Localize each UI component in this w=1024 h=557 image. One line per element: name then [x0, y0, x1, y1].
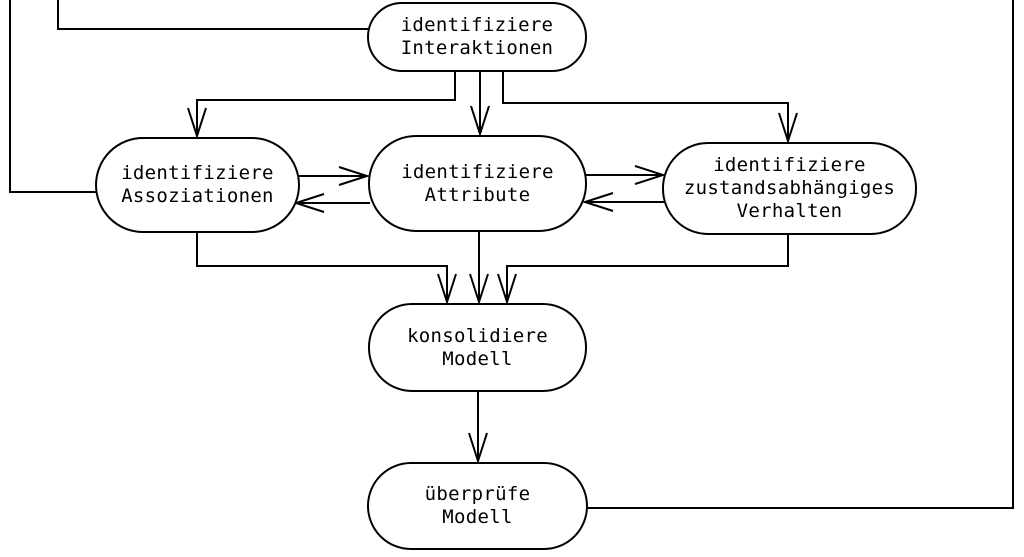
edge-verhalten-to-konsolidiere: [506, 234, 789, 302]
edge-offscreen-top-to-interaktionen: [57, 0, 368, 30]
edge-assoziationen-to-attribute-arrowhead: [338, 166, 371, 186]
edge-interaktionen-to-assoziationen-arrowhead: [187, 107, 207, 140]
edge-interaktionen-to-verhalten-arrowhead: [778, 112, 798, 145]
node-label-line: Attribute: [424, 183, 531, 206]
node-label-line: identifiziere: [713, 154, 866, 176]
edge-interaktionen-to-verhalten: [502, 71, 789, 141]
node-label-line: konsolidiere: [407, 324, 548, 347]
node-identifiziere-assoziationen: identifiziere Assoziationen: [95, 137, 300, 233]
node-label-line: überprüfe: [424, 483, 531, 505]
edge-attribute-to-konsolidiere-arrowhead: [469, 273, 489, 306]
edge-verhalten-to-attribute-arrowhead: [581, 192, 614, 212]
node-identifiziere-zustandsabhaengiges-verhalten: identifiziere zustandsabhängiges Verhalt…: [662, 142, 917, 235]
node-label-line: Modell: [442, 506, 513, 528]
node-label-line: identifiziere: [401, 160, 554, 183]
node-identifiziere-interaktionen: identifiziere Interaktionen: [367, 2, 587, 72]
node-label-line: Verhalten: [736, 200, 843, 222]
edge-assoziationen-to-konsolidiere-arrowhead: [437, 273, 457, 306]
edge-interaktionen-to-assoziationen: [196, 71, 456, 136]
edge-offscreen-top-to-assoziationen: [9, 0, 97, 193]
node-ueberpruefe-modell: überprüfe Modell: [367, 462, 588, 550]
edge-verhalten-to-konsolidiere-arrowhead: [497, 273, 517, 306]
edge-assoziationen-to-konsolidiere: [196, 232, 448, 302]
node-label-line: Assoziationen: [121, 185, 274, 207]
node-label-line: identifiziere: [121, 162, 274, 184]
node-label-line: Interaktionen: [400, 37, 554, 59]
node-konsolidiere-modell: konsolidiere Modell: [368, 303, 587, 392]
node-label-line: Modell: [442, 347, 513, 370]
edge-konsolidiere-to-ueberpruefe-arrowhead: [468, 432, 488, 465]
node-label-line: identifiziere: [400, 14, 554, 36]
edge-ueberpruefe-to-offscreen-top: [587, 0, 1014, 509]
node-identifiziere-attribute: identifiziere Attribute: [368, 135, 587, 232]
edge-interaktionen-to-attribute-arrowhead: [470, 105, 490, 138]
node-label-line: zustandsabhängiges: [683, 177, 896, 199]
